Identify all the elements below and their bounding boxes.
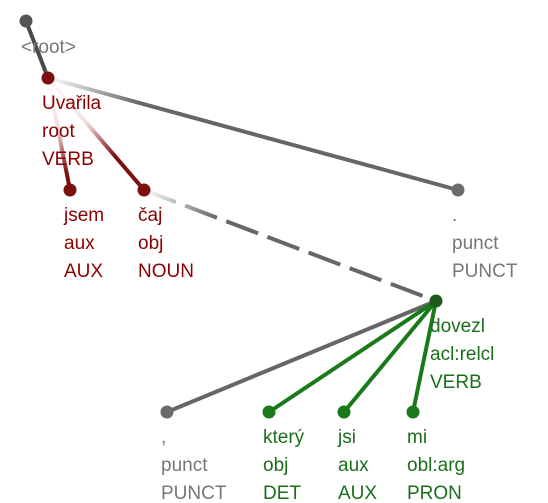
edge-root-to-uvarila [24, 19, 50, 80]
token-node [429, 294, 443, 308]
token-form: dovezl [430, 316, 485, 337]
token-node [451, 183, 465, 197]
token-upos: NOUN [138, 261, 194, 282]
token-deprel: acl:relcl [430, 344, 494, 365]
token-jsem: jsem aux AUX [63, 183, 104, 282]
token-form: který [263, 427, 305, 448]
token-jsi: jsi aux AUX [337, 405, 377, 503]
token-upos: PRON [407, 483, 462, 503]
token-punct-comma: , punct PUNCT [160, 405, 227, 503]
token-deprel: aux [64, 233, 95, 254]
root-node-group: <root> [19, 14, 76, 58]
token-node [337, 405, 351, 419]
token-deprel: obj [263, 455, 288, 476]
root-label: <root> [21, 37, 76, 58]
token-node [262, 405, 276, 419]
edge-uvarila-to-caj [46, 76, 146, 192]
token-form: jsem [63, 205, 104, 226]
edge-caj-to-dovezl [143, 188, 437, 303]
token-upos: VERB [430, 372, 482, 393]
edge-dovezl-to-ktery [267, 299, 438, 414]
token-upos: DET [263, 483, 301, 503]
token-form: , [161, 427, 166, 448]
edge-uvarila-to-jsem [46, 76, 72, 192]
token-upos: VERB [42, 149, 94, 170]
token-upos: AUX [64, 261, 103, 282]
token-node [41, 71, 55, 85]
token-form: jsi [337, 427, 356, 448]
token-node [406, 405, 420, 419]
token-deprel: obj [138, 233, 163, 254]
token-node [137, 183, 151, 197]
token-deprel: obl:arg [407, 455, 465, 476]
token-punct-period: . punct PUNCT [451, 183, 518, 282]
token-node [160, 405, 174, 419]
token-deprel: aux [338, 455, 369, 476]
token-caj: čaj obj NOUN [137, 183, 194, 282]
token-deprel: root [42, 121, 75, 142]
token-dovezl: dovezl acl:relcl VERB [429, 294, 494, 393]
token-upos: PUNCT [452, 261, 518, 282]
token-upos: PUNCT [161, 483, 227, 503]
edge-dovezl-to-mi [411, 299, 438, 414]
token-form: . [452, 205, 457, 226]
dependency-edges [24, 19, 460, 414]
token-deprel: punct [452, 233, 499, 254]
token-node [63, 183, 77, 197]
edge-uvarila-to-punct-period [46, 76, 460, 192]
token-ktery: který obj DET [262, 405, 305, 503]
edge-dovezl-to-jsi [342, 299, 438, 414]
edge-dovezl-to-punct-comma [165, 299, 438, 414]
token-form: mi [407, 427, 427, 448]
token-mi: mi obl:arg PRON [406, 405, 465, 503]
token-upos: AUX [338, 483, 377, 503]
token-form: Uvařila [42, 93, 102, 114]
token-uvarila: Uvařila root VERB [41, 71, 102, 170]
token-form: čaj [138, 205, 162, 226]
root-node [19, 14, 33, 28]
token-deprel: punct [161, 455, 208, 476]
